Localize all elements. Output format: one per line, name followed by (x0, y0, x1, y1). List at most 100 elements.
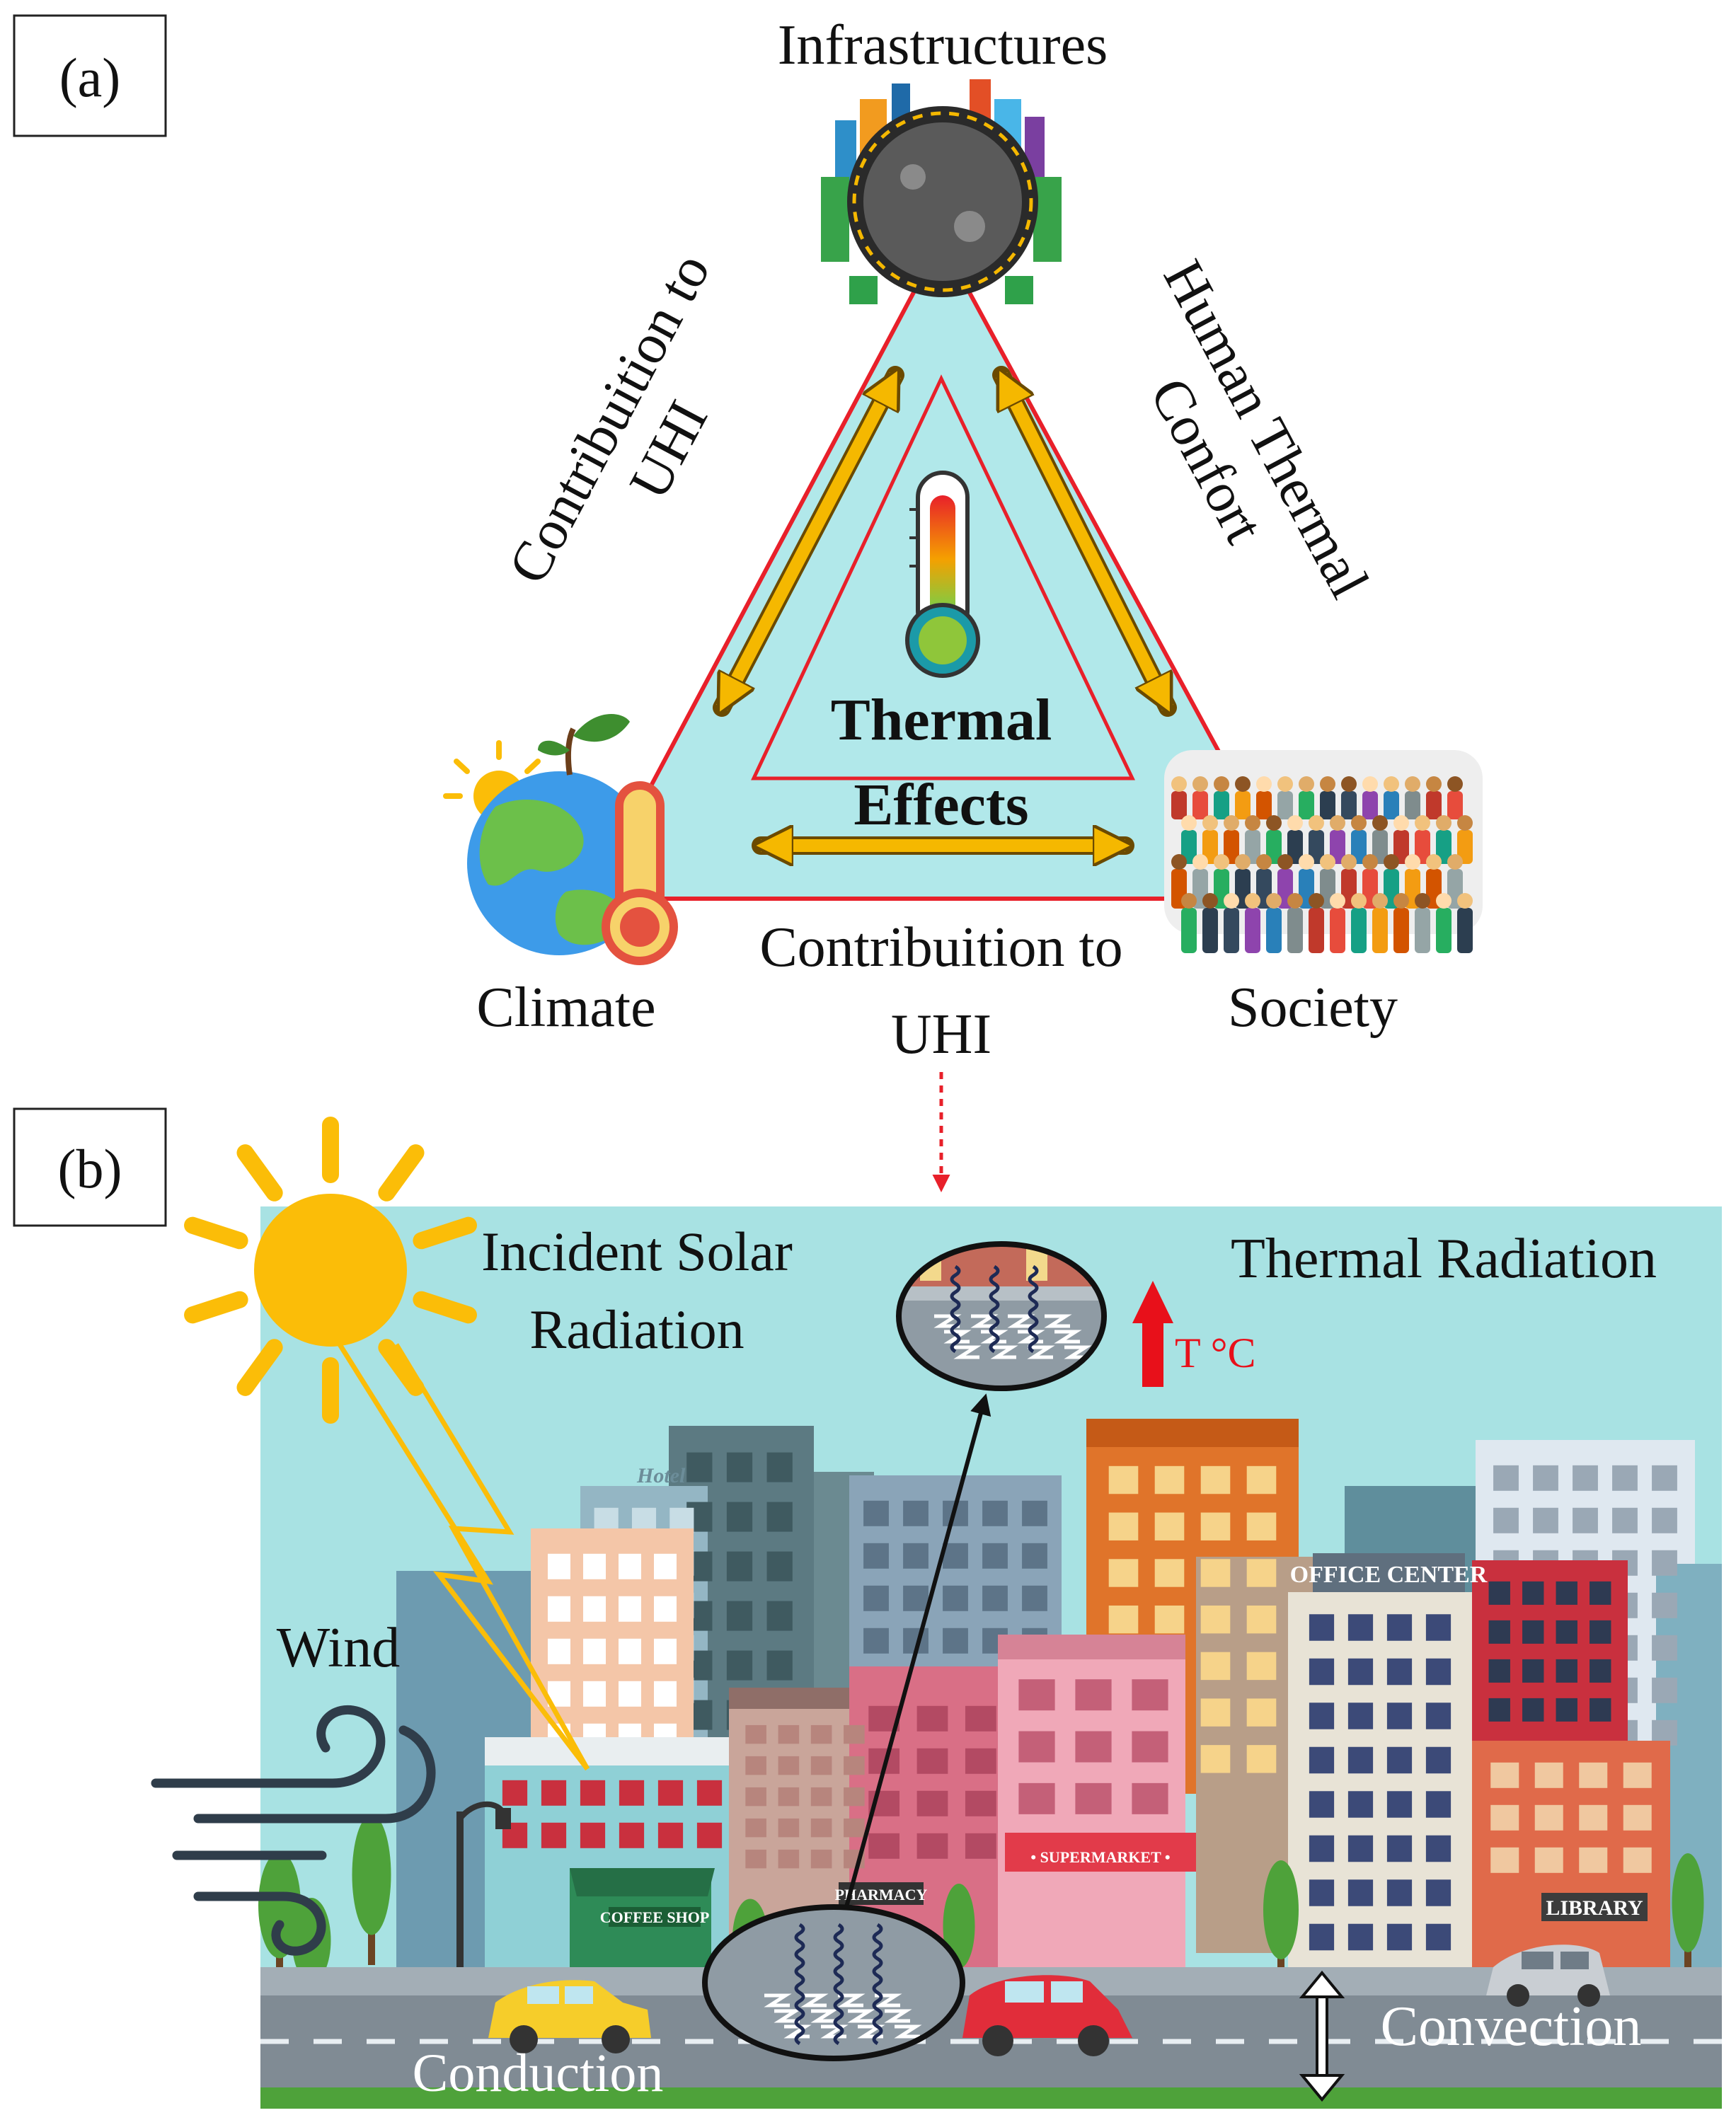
tree-canopy (258, 1852, 301, 1959)
bottom-edge-label-line2: UHI (891, 1003, 991, 1066)
window (1246, 1605, 1277, 1634)
person-head (1384, 854, 1399, 870)
window (1533, 1465, 1558, 1491)
window (1652, 1592, 1677, 1618)
person (1436, 830, 1452, 864)
solar-radiation-beam (338, 1343, 590, 1771)
person (1287, 830, 1303, 864)
heat-zigzag (1044, 1314, 1072, 1328)
window (686, 1452, 713, 1482)
person-head (1447, 776, 1463, 792)
sun-ray (184, 1216, 248, 1250)
person (1202, 830, 1218, 864)
person-head (1235, 854, 1251, 870)
window (916, 1748, 948, 1774)
window (654, 1638, 677, 1664)
window (1556, 1581, 1577, 1605)
window (1573, 1465, 1598, 1491)
person-head (1266, 893, 1282, 909)
window (1573, 1507, 1598, 1533)
window (778, 1849, 800, 1869)
window (502, 1780, 528, 1806)
window (1018, 1731, 1055, 1763)
heat-zigzag (810, 2009, 839, 2023)
window (982, 1543, 1008, 1569)
window (1623, 1762, 1652, 1788)
person (1181, 830, 1197, 864)
window (1488, 1698, 1510, 1722)
person (1235, 791, 1251, 819)
window (1347, 1835, 1374, 1862)
window (1652, 1635, 1677, 1661)
person (1330, 908, 1345, 953)
person-head (1299, 776, 1314, 792)
window (1246, 1559, 1277, 1587)
window (1386, 1746, 1413, 1774)
window (778, 1787, 800, 1807)
person-head (1436, 893, 1452, 909)
tree-canopy (1263, 1860, 1299, 1959)
person-head (1181, 893, 1197, 909)
window (1579, 1762, 1608, 1788)
window (1425, 1791, 1452, 1818)
window (1200, 1745, 1231, 1773)
person-head (1372, 815, 1388, 831)
window (1154, 1465, 1185, 1494)
infrastructure-globe-icon (821, 79, 1062, 304)
window (1612, 1507, 1638, 1533)
window (1425, 1746, 1452, 1774)
window (548, 1553, 570, 1579)
radiation-transfer-arrow (826, 1393, 991, 1975)
yellow-car (488, 1980, 651, 2053)
person-head (1330, 893, 1345, 909)
conduction-label: Conduction (413, 2044, 664, 2103)
window (1200, 1652, 1231, 1681)
window (1556, 1698, 1577, 1722)
window (548, 1596, 570, 1622)
heat-zigzag (990, 1345, 1018, 1359)
person (1256, 791, 1272, 819)
temperature-label: T °C (1175, 1330, 1256, 1376)
person-head (1171, 854, 1187, 870)
window (766, 1502, 793, 1532)
window (1590, 1659, 1611, 1683)
window (583, 1596, 606, 1622)
window (1246, 1465, 1277, 1494)
person-head (1320, 776, 1335, 792)
heat-wave (950, 1264, 961, 1354)
window (1154, 1605, 1185, 1634)
window (965, 1748, 996, 1774)
person (1266, 908, 1282, 953)
window (778, 1818, 800, 1838)
window (863, 1585, 889, 1611)
window (1347, 1879, 1374, 1906)
window (810, 1818, 832, 1838)
window (1018, 1679, 1055, 1711)
person-head (1214, 854, 1229, 870)
window (726, 1452, 753, 1482)
window (766, 1650, 793, 1681)
window (541, 1822, 567, 1848)
window (1132, 1679, 1168, 1711)
person-head (1256, 854, 1272, 870)
window (654, 1681, 677, 1707)
window (778, 1724, 800, 1744)
window (745, 1756, 766, 1775)
window (1612, 1465, 1638, 1491)
window (745, 1787, 766, 1807)
window (1534, 1804, 1563, 1831)
window (1246, 1652, 1277, 1681)
wind-label: Wind (277, 1617, 401, 1679)
window (657, 1780, 684, 1806)
heat-wave (833, 1923, 844, 2046)
window (1425, 1703, 1452, 1729)
person (1372, 830, 1388, 864)
window (619, 1780, 645, 1806)
heat-zigzag (1007, 1314, 1035, 1328)
person (1457, 908, 1473, 953)
window (766, 1601, 793, 1631)
person-head (1341, 776, 1357, 792)
window (943, 1628, 968, 1654)
sign-coffee-shop: COFFEE SHOP (600, 1908, 710, 1926)
